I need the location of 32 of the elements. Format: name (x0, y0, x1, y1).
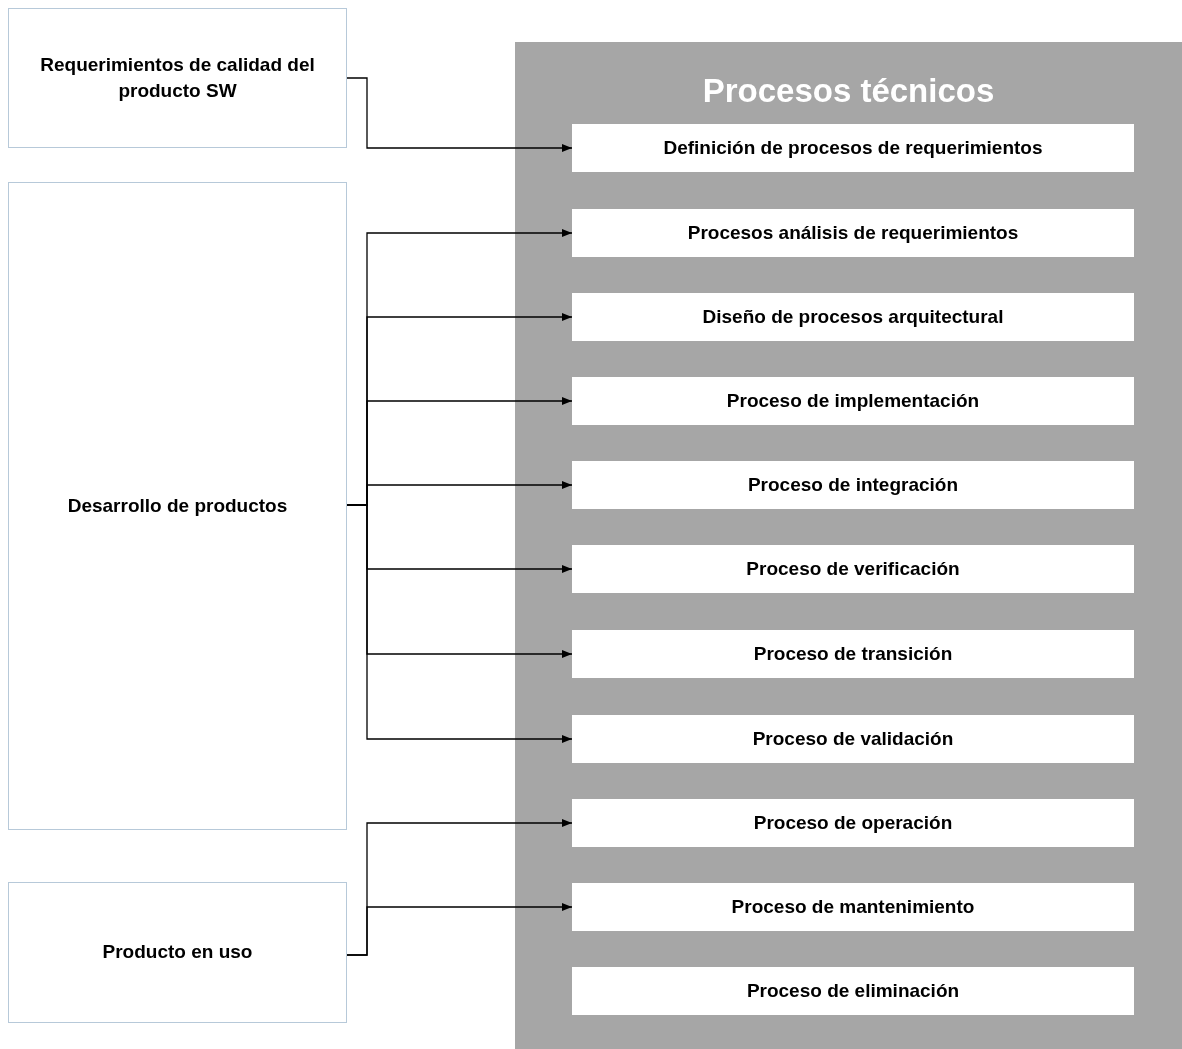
process-box (572, 377, 1134, 425)
process-box (572, 967, 1134, 1015)
box-label: Producto en uso (102, 940, 253, 965)
box-label: Diseño de procesos arquitectural (702, 304, 1004, 329)
process-box (572, 461, 1134, 509)
panel-title: Procesos técnicos (702, 71, 995, 111)
process-box (572, 209, 1134, 257)
process-box (8, 8, 347, 148)
process-box (572, 545, 1134, 593)
group-panel (515, 42, 1182, 1049)
box-label: Definición de procesos de requerimientos (663, 135, 1043, 160)
process-box (572, 883, 1134, 931)
box-label: Proceso de mantenimiento (731, 894, 975, 919)
box-label: Proceso de eliminación (746, 978, 960, 1003)
process-box (8, 882, 347, 1023)
connector-arrow (346, 903, 573, 956)
process-box (572, 799, 1134, 847)
process-box (8, 182, 347, 830)
box-label: Proceso de operación (753, 810, 953, 835)
process-box (572, 124, 1134, 172)
process-box (572, 293, 1134, 341)
box-label: Procesos análisis de requerimientos (687, 220, 1019, 245)
box-label: Requerimientos de calidad del producto SW (39, 52, 316, 103)
box-label: Proceso de transición (753, 641, 953, 666)
process-box (572, 715, 1134, 763)
process-box (572, 630, 1134, 678)
box-label: Proceso de validación (752, 726, 954, 751)
box-label: Proceso de integración (747, 472, 959, 497)
connector-arrow (346, 77, 573, 152)
box-label: Desarrollo de productos (67, 493, 288, 518)
box-label: Proceso de verificación (746, 556, 960, 581)
box-label: Proceso de implementación (726, 388, 980, 413)
